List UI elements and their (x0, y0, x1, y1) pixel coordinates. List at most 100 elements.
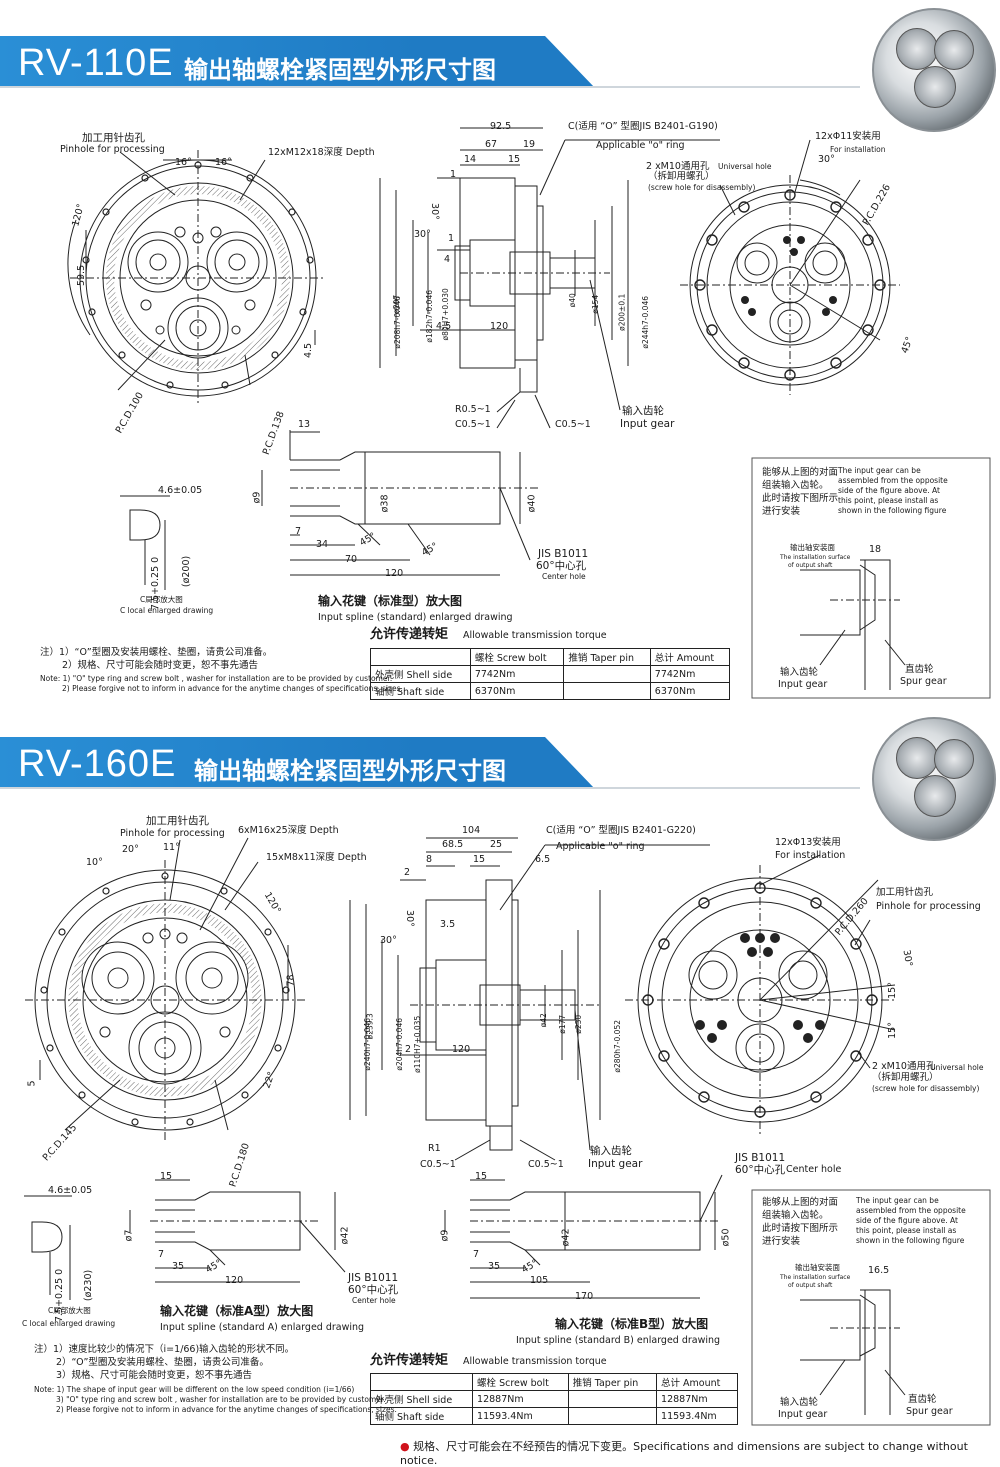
dimension-label: 3.5 (440, 919, 456, 930)
dimension-label: 19 (523, 139, 536, 150)
dimension-label: 78 (285, 974, 297, 987)
dimension-label: 170 (575, 1291, 594, 1302)
torque-title-cn: 允许传递转矩 (370, 627, 449, 642)
mount-note-en: this point, please install as (838, 496, 939, 505)
center-hole-label-cn: 60°中心孔 (735, 1164, 786, 1176)
input-gear-label-en: Input gear (778, 679, 828, 690)
chamfer-label: C0.5~1 (455, 419, 491, 430)
dimension-label: 8 (426, 854, 433, 865)
note-en: 2) Please forgive not to inform in advan… (56, 1405, 397, 1414)
banner-underline (0, 787, 860, 789)
mount-note-cn: 此时请按下图所示 (762, 1223, 839, 1234)
rv160e-input-shaft-a (129, 1179, 346, 1283)
dimension-label: 6.5 (535, 854, 551, 865)
input-gear-label-en: Input gear (588, 1158, 643, 1170)
table-header: 推销 Taper pin (567, 1373, 658, 1391)
center-hole-label-cn: 60°中心孔 (348, 1284, 399, 1296)
reducer-product-photo (872, 8, 996, 132)
spline-caption-cn: 输入花键（标准型）放大图 (318, 594, 463, 608)
diameter-label: ø42 (339, 1226, 351, 1245)
torque-table: 螺栓 Screw bolt 推销 Taper pin 总计 Amount 外壳侧… (369, 1373, 738, 1425)
table-cell: 外壳侧 Shell side (369, 1390, 474, 1408)
footer-text: 规格、尺寸可能会在不经预告的情况下变更。Specifications and d… (400, 1440, 968, 1467)
rv110e-front-view (67, 150, 326, 406)
dimension-label: 35 (488, 1261, 501, 1272)
table-header: 推销 Taper pin (563, 648, 651, 666)
disassembly-label-en: (screw hole for disassembly) (872, 1084, 980, 1093)
disassembly-label-en: (screw hole for disassembly) (648, 183, 756, 192)
diameter-label: ø42 (538, 1013, 548, 1028)
torque-table: 螺栓 Screw bolt 推销 Taper pin 总计 Amount 外壳侧… (370, 648, 731, 700)
surface-label-cn: 输出轴安装面 (795, 1263, 840, 1272)
mount-note-cn: 能够从上图的对面 (762, 1197, 839, 1208)
angle-label: 30° (380, 935, 397, 946)
diameter-label: ø80H7+0.030 (440, 288, 450, 341)
input-gear-label-cn: 输入齿轮 (780, 667, 819, 678)
mount-note-cn: 组装输入齿轮。 (762, 480, 829, 491)
angle-label: 30° (414, 229, 431, 240)
table-header (369, 1373, 474, 1391)
rv110e-rear-view (680, 139, 900, 395)
dimension-label: 120 (385, 568, 404, 579)
dimension-label: 7 (158, 1249, 165, 1260)
table-cell (563, 682, 651, 700)
dimension-label: 16.5 (868, 1265, 890, 1276)
diameter-label: ø38 (379, 494, 391, 513)
angle-label: 15° (886, 1022, 898, 1039)
dimension-label: 4 (444, 254, 451, 265)
dimension-label: 25 (490, 839, 503, 850)
dimension-label: 4.6±0.05 (48, 1185, 93, 1196)
angle-label: 10° (86, 857, 103, 868)
table-cell: 11593.4Nm (472, 1407, 569, 1425)
table-cell: 外壳侧 Shell side (370, 665, 471, 683)
rv160e-rear-view (625, 854, 896, 1135)
chamfer-label: C0.5~1 (528, 1159, 564, 1170)
note-cn: 注）1）速度比较少的情况下（i=1/66)输入齿轮的形状不同。 (34, 1344, 295, 1355)
footer-note: ● 规格、尺寸可能会在不经预告的情况下变更。Specifications and… (400, 1438, 1000, 1467)
pinhole-label-en: Pinhole for processing (60, 144, 165, 155)
mount-note-cn: 此时请按下图所示 (762, 493, 839, 504)
local-caption-en: C local enlarged drawing (120, 606, 214, 615)
torque-title-cn: 允许传递转矩 (370, 1353, 449, 1368)
table-cell (567, 1407, 658, 1425)
note-en: 2) Please forgive not to inform in advan… (62, 684, 403, 693)
diameter-label: ø110H7+0.035 (413, 1015, 423, 1073)
dimension-label: 104 (462, 825, 481, 836)
table-cell: 11593.4Nm (656, 1407, 738, 1425)
angle-label: 30° (900, 949, 915, 968)
oring-label-en: Applicable "o" ring (556, 841, 645, 852)
radius-label: R1 (428, 1143, 441, 1154)
table-header: 总计 Amount (656, 1373, 738, 1391)
note-en: 3) "O" type ring and screw bolt , washer… (56, 1395, 386, 1404)
tap-note: 15xM8x11深度 Depth (266, 852, 367, 863)
section-banner-rv160e: RV-160E 输出轴螺栓紧固型外形尺寸图 (0, 737, 595, 789)
angle-label: 11° (163, 842, 180, 853)
diameter-label: ø9 (251, 491, 263, 504)
note-en: Note: 1) "O" type ring and screw bolt , … (40, 674, 393, 683)
table-header-row: 螺栓 Screw bolt 推销 Taper pin 总计 Amount (369, 1373, 738, 1391)
diameter-label: ø177 (558, 1014, 568, 1034)
dimension-label: 18 (869, 544, 882, 555)
table-row: 轴侧 Shaft side 11593.4Nm 11593.4Nm (369, 1407, 738, 1425)
input-gear-label-en: Input gear (778, 1409, 828, 1420)
pinhole-label-en: Pinhole for processing (120, 828, 225, 839)
oring-label-cn: C(适用 “O” 型圈JIS B2401-G190) (568, 121, 718, 132)
jis-label: JIS B1011 (538, 548, 589, 560)
table-row: 轴侧 Shaft side 6370Nm 6370Nm (370, 682, 731, 700)
spur-gear-label-cn: 直齿轮 (905, 664, 934, 675)
angle-label: 16° (175, 157, 192, 168)
diameter-label: (ø200) (181, 555, 193, 588)
universal-hole-label: 2 xM10通用孔 (646, 161, 710, 172)
oring-label-cn: C(适用 “O” 型圈JIS B2401-G220) (546, 825, 696, 836)
spline-caption-cn: 输入花键（标准A型）放大图 (160, 1304, 314, 1318)
diameter-label: ø230 (574, 1014, 584, 1034)
torque-title-en: Allowable transmission torque (463, 1356, 607, 1367)
table-cell: 12887Nm (472, 1390, 569, 1408)
mount-note-cn: 组装输入齿轮。 (762, 1210, 829, 1221)
spur-gear-label-en: Spur gear (900, 676, 947, 687)
angle-label: 30° (403, 910, 415, 927)
table-cell: 6370Nm (649, 682, 731, 700)
surface-label-cn: 输出轴安装面 (790, 543, 835, 552)
diameter-label: ø40 (567, 293, 577, 308)
install-label-cn: 12xΦ11安装用 (815, 131, 881, 142)
